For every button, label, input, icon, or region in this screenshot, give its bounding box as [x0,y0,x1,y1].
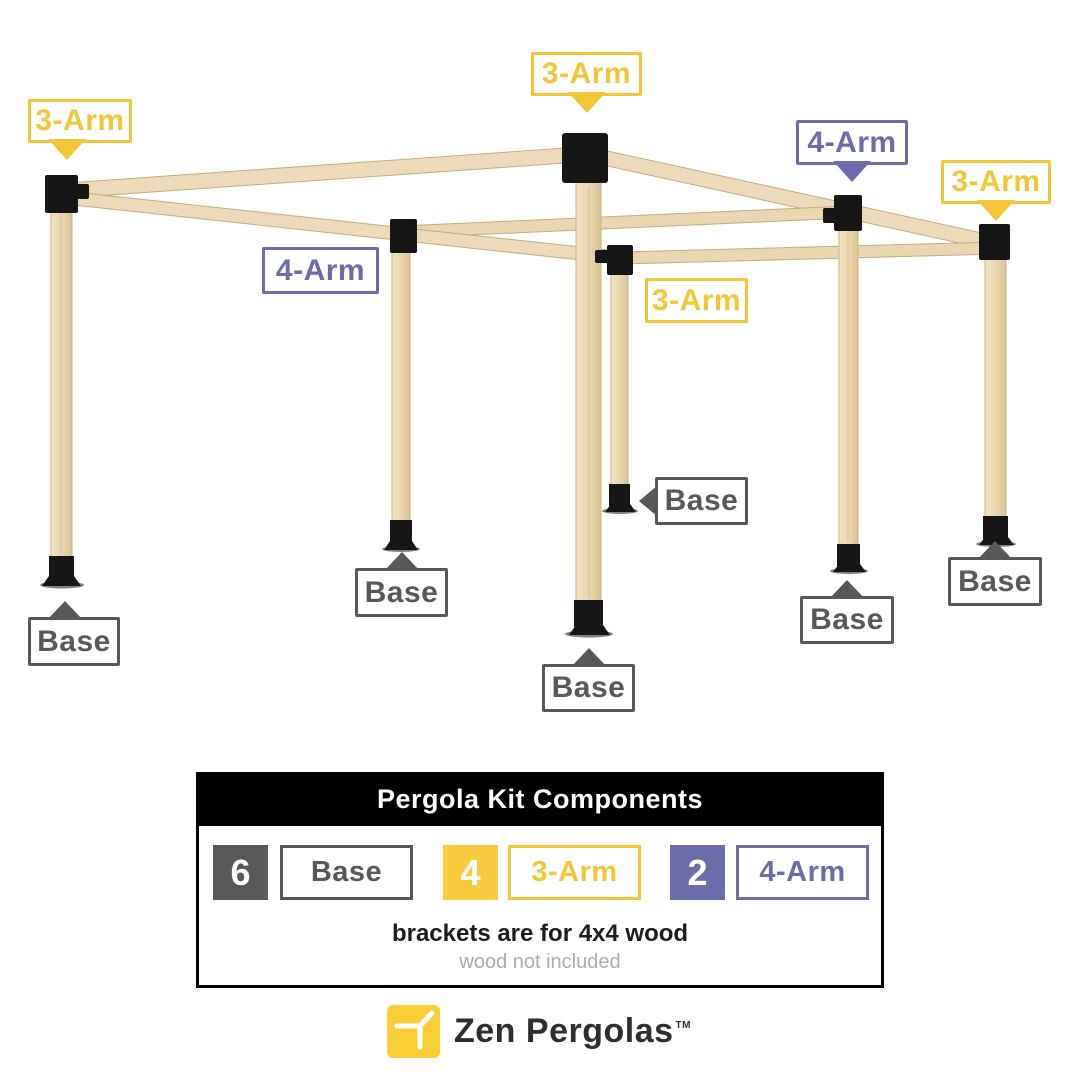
callout-text: Base [664,484,739,517]
callout-base-mid-left: Base [355,552,448,617]
callout-3arm-top-center: 3-Arm [531,52,642,113]
callout-text: 4-Arm [275,253,366,287]
callout-pointer-down [48,139,86,160]
bracket-4arm-mid-right [834,195,862,231]
qty-4arm: 2 [670,845,725,900]
panel-note: brackets are for 4x4 wood [391,920,689,947]
callout-3arm-right: 3-Arm [941,160,1051,221]
callout-base-far-left: Base [28,601,120,666]
callout-text: Base [364,575,439,609]
part-base: Base [280,845,413,900]
bracket-4arm-mid-left [390,219,417,253]
callout-pointer-left [639,485,658,517]
callout-3arm-center: 3-Arm [645,278,748,323]
callout-pointer-up [829,580,865,599]
part-3arm: 3-Arm [508,845,641,900]
bracket-3arm-center [607,245,633,275]
base-brackets [40,484,1016,638]
callout-text: Base [37,624,111,658]
pergola-illustration [40,133,1016,638]
beam-back-right [586,145,999,253]
callout-text: 4-Arm [807,125,897,159]
bracket-3arm-right [979,224,1010,260]
callout-text: Base [958,564,1032,598]
post-grain [60,188,849,598]
callout-pointer-up [977,541,1013,560]
callout-text: 3-Arm [35,104,125,137]
callout-text: Base [551,671,626,704]
callout-pointer-down [977,200,1015,221]
panel-subnote: wood not included [459,951,621,973]
brand-name-text: Zen Pergolas [454,1012,674,1050]
callout-base-bottom-center: Base [542,648,635,712]
panel-title: Pergola Kit Components [196,772,884,826]
part-4arm: 4-Arm [736,845,869,900]
callout-pointer-down [833,161,871,182]
components-panel: Pergola Kit Components 6 Base 4 3-Arm 2 … [196,772,884,988]
callout-4arm-mid-left: 4-Arm [262,247,379,294]
callout-pointer-up [383,552,420,571]
post-right [984,257,1007,521]
callout-pointer-down [567,92,606,113]
qty-base: 6 [213,845,268,900]
beam-cross [400,205,850,239]
trademark-symbol: TM [675,1020,691,1031]
bracket-arm [823,208,836,223]
callout-base-mid-right: Base [800,580,894,644]
top-brackets [45,133,1010,275]
callout-3arm-top-left: 3-Arm [28,99,132,160]
qty-3arm: 4 [443,845,498,900]
roof-beams [59,145,999,266]
callout-base-far-right: Base [948,541,1042,606]
bracket-arm [76,184,89,199]
callout-pointer-up [570,648,607,667]
bracket-logo-icon [387,1005,440,1058]
callout-text: 3-Arm [651,283,742,317]
callout-pointer-up [47,601,83,620]
bracket-3arm-left [45,175,78,213]
callout-base-center: Base [639,477,748,525]
post-center [610,271,629,488]
post-mid-left [391,249,411,523]
bracket-arm [595,250,609,263]
callout-text: 3-Arm [541,57,632,90]
bracket-3arm-back [562,133,608,183]
beam-front-right [621,241,999,265]
callout-4arm-top-right: 4-Arm [796,120,908,182]
callout-text: 3-Arm [951,165,1041,198]
beam-back-left [59,145,588,200]
callout-text: Base [810,603,884,636]
